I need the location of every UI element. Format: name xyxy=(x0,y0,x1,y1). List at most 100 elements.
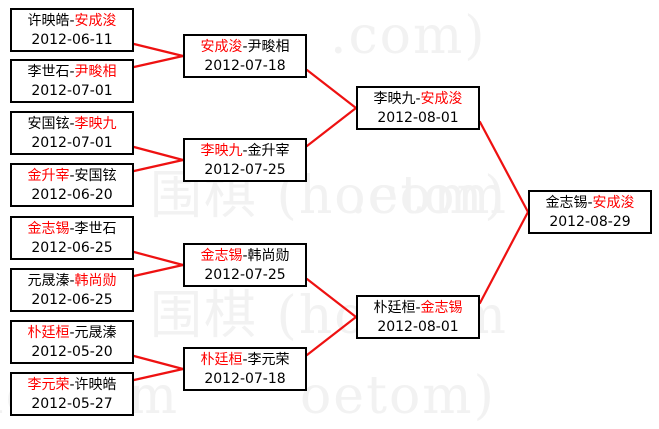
connector-line xyxy=(132,54,185,69)
match-date: 2012-06-20 xyxy=(31,187,113,203)
player-separator: - xyxy=(69,325,75,341)
player-separator: - xyxy=(242,248,248,264)
player-right: 韩尚勋 xyxy=(247,248,290,264)
player-right: 李映九 xyxy=(74,116,117,132)
match-date: 2012-06-25 xyxy=(31,240,113,256)
player-separator: - xyxy=(69,13,75,29)
match-date: 2012-08-01 xyxy=(377,319,459,335)
player-separator: - xyxy=(415,300,421,316)
match-players: 李映九-安成浚 xyxy=(358,90,478,109)
player-left: 金志锡 xyxy=(27,221,70,237)
player-right: 金志锡 xyxy=(420,300,463,316)
connector-line xyxy=(132,145,185,162)
player-left: 李元荣 xyxy=(27,377,70,393)
match-players: 安国铉-李映九 xyxy=(12,115,132,134)
player-left: 金升宰 xyxy=(27,168,70,184)
player-right: 李元荣 xyxy=(247,352,290,368)
match-date: 2012-07-01 xyxy=(31,83,113,99)
match-date: 2012-08-01 xyxy=(377,110,459,126)
player-right: 金升宰 xyxy=(247,143,290,159)
connector-line xyxy=(132,367,185,382)
player-separator: - xyxy=(69,273,75,289)
player-right: 安成浚 xyxy=(420,91,463,107)
connector-line xyxy=(132,263,185,278)
player-separator: - xyxy=(242,352,248,368)
match-date: 2012-06-11 xyxy=(31,32,113,48)
player-left: 安国铉 xyxy=(27,116,70,132)
player-left: 朴廷桓 xyxy=(27,325,70,341)
connector-line xyxy=(478,120,530,214)
player-separator: - xyxy=(69,64,75,80)
match-players: 金志锡-李世石 xyxy=(12,220,132,239)
match-players: 金升宰-安国铉 xyxy=(12,167,132,186)
player-right: 李世石 xyxy=(74,221,117,237)
match-players: 金志锡-韩尚勋 xyxy=(185,247,305,266)
match-players: 安成浚-尹畯相 xyxy=(185,38,305,57)
player-separator: - xyxy=(587,195,593,211)
player-separator: - xyxy=(69,221,75,237)
connector-line xyxy=(305,277,358,319)
player-left: 安成浚 xyxy=(200,39,243,55)
player-left: 李映九 xyxy=(200,143,243,159)
player-left: 朴廷桓 xyxy=(373,300,416,316)
match-players: 朴廷桓-李元荣 xyxy=(185,351,305,370)
player-left: 许映皓 xyxy=(27,13,70,29)
player-right: 安成浚 xyxy=(74,13,117,29)
connector-line xyxy=(305,106,358,148)
player-separator: - xyxy=(69,168,75,184)
match-players: 李映九-金升宰 xyxy=(185,142,305,161)
player-right: 韩尚勋 xyxy=(74,273,117,289)
connector-line xyxy=(305,68,358,110)
match-date: 2012-07-18 xyxy=(204,58,286,74)
player-left: 李映九 xyxy=(373,91,416,107)
match-date: 2012-05-27 xyxy=(31,396,113,412)
player-separator: - xyxy=(242,143,248,159)
match-players: 李元荣-许映皓 xyxy=(12,376,132,395)
connector-line xyxy=(132,250,185,267)
match-players: 朴廷桓-元晟溱 xyxy=(12,324,132,343)
match-date: 2012-07-25 xyxy=(204,162,286,178)
match-date: 2012-07-25 xyxy=(204,267,286,283)
player-left: 元晟溱 xyxy=(27,273,70,289)
player-left: 金志锡 xyxy=(545,195,588,211)
player-right: 安成浚 xyxy=(592,195,635,211)
player-separator: - xyxy=(415,91,421,107)
connector-line xyxy=(305,315,358,357)
match-players: 元晟溱-韩尚勋 xyxy=(12,272,132,291)
connector-line xyxy=(132,354,185,371)
player-left: 朴廷桓 xyxy=(200,352,243,368)
match-box-r3m2[interactable]: 朴廷桓-金志锡 2012-08-01 xyxy=(356,295,480,339)
player-right: 尹畯相 xyxy=(247,39,290,55)
connector-line xyxy=(478,210,530,305)
match-players: 许映皓-安成浚 xyxy=(12,12,132,31)
player-separator: - xyxy=(69,377,75,393)
player-right: 许映皓 xyxy=(74,377,117,393)
match-date: 2012-08-29 xyxy=(549,214,631,230)
player-left: 金志锡 xyxy=(200,248,243,264)
connector-line xyxy=(132,42,185,58)
match-date: 2012-06-25 xyxy=(31,292,113,308)
match-players: 金志锡-安成浚 xyxy=(530,194,650,213)
player-separator: - xyxy=(242,39,248,55)
player-right: 尹畯相 xyxy=(74,64,117,80)
match-date: 2012-05-20 xyxy=(31,344,113,360)
connector-line xyxy=(132,158,185,173)
match-players: 李世石-尹畯相 xyxy=(12,63,132,82)
player-right: 元晟溱 xyxy=(74,325,117,341)
